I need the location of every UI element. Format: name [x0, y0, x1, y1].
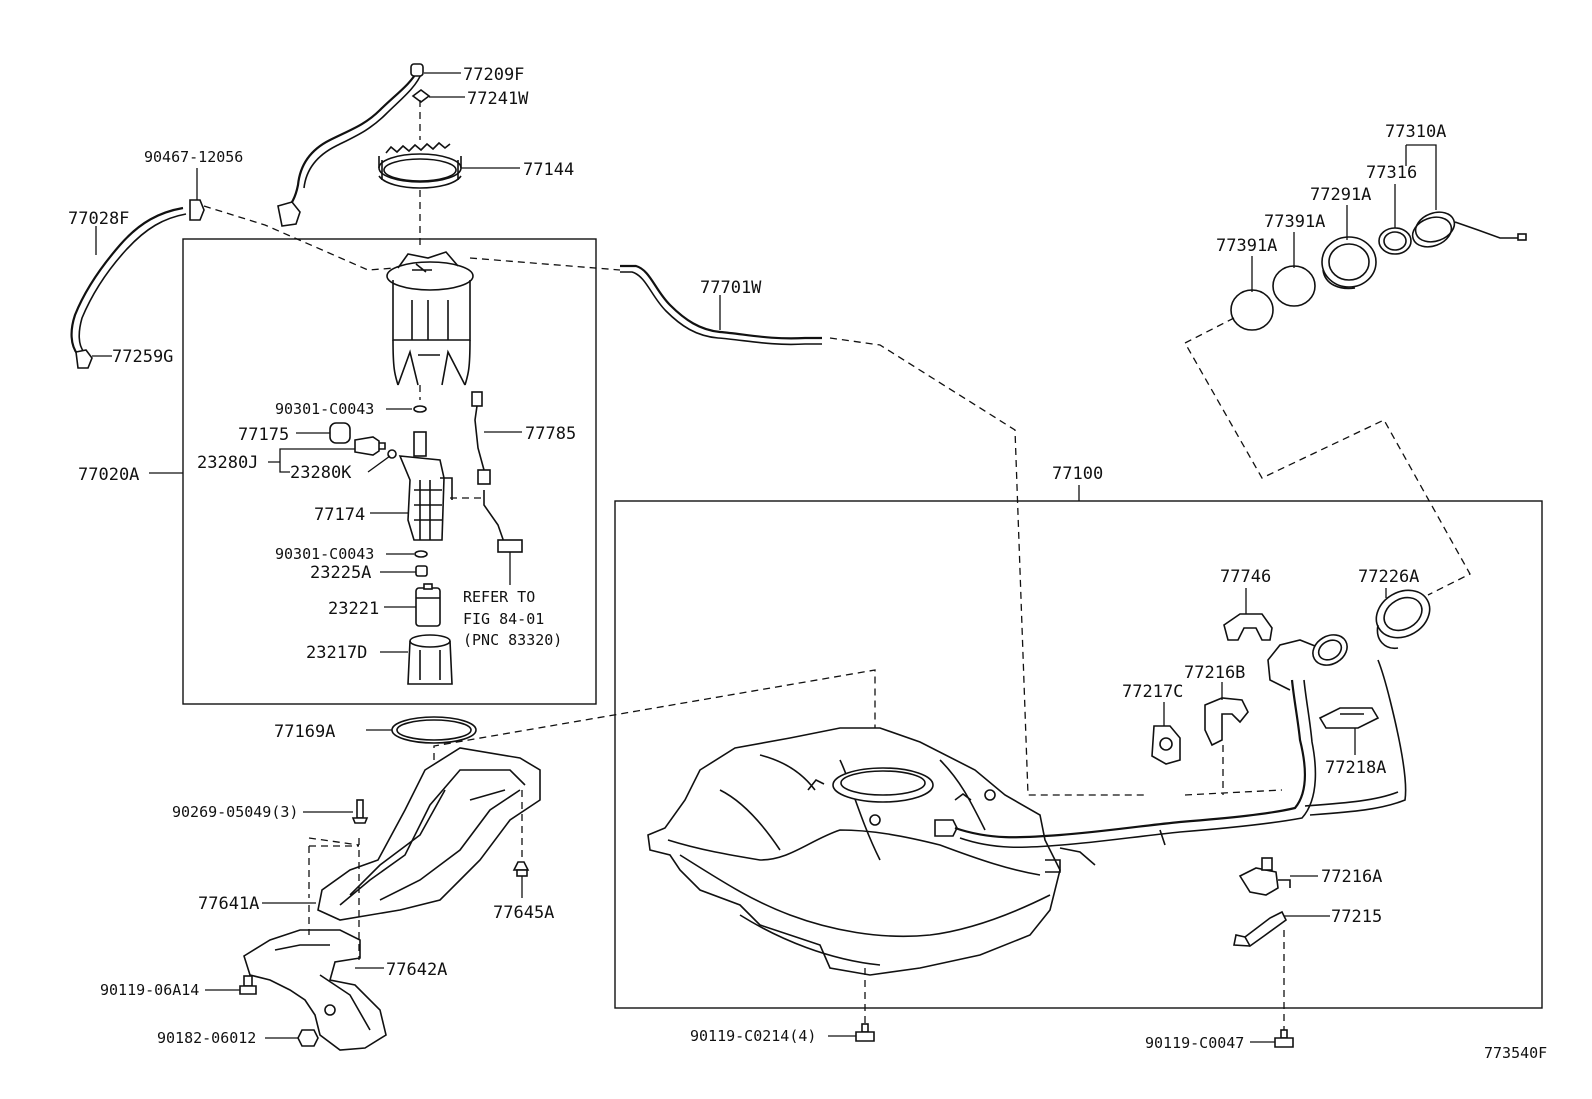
label-77645A: 77645A: [493, 903, 554, 923]
label-77701W: 77701W: [700, 278, 762, 298]
filler-pipe: [954, 634, 1407, 866]
pump-sender-77020A: [386, 251, 474, 386]
label-77100: 77100: [1052, 464, 1103, 484]
label-23217D: 23217D: [306, 643, 367, 663]
sender-gauge: [483, 490, 523, 553]
label-77226A: 77226A: [1358, 567, 1419, 587]
label-refer-line2: FIG 84-01: [463, 610, 544, 628]
clamp-77216B: [1204, 697, 1249, 747]
clamp-77746: [1223, 613, 1273, 641]
label-77020A: 77020A: [78, 465, 139, 485]
label-23221: 23221: [328, 599, 379, 619]
vent-hose-77701W: [620, 264, 822, 346]
protector-77641A: [317, 747, 541, 921]
label-23280J: 23280J: [197, 453, 258, 473]
label-77391A-b: 77391A: [1216, 236, 1277, 256]
label-77144: 77144: [523, 160, 574, 180]
label-77785: 77785: [525, 424, 576, 444]
leader-77642A: [308, 905, 360, 960]
pump-body-77174: [398, 431, 453, 541]
label-77642A: 77642A: [386, 960, 447, 980]
label-90119-C0047: 90119-C0047: [1145, 1034, 1244, 1052]
bracket-77642A: [243, 929, 387, 1051]
bolt-90119-06A14: [239, 975, 257, 995]
label-90301-top: 90301-C0043: [275, 400, 374, 418]
vent-tube-77209F: [277, 63, 424, 227]
oring-90301-top: [413, 405, 427, 413]
label-77391A-a: 77391A: [1264, 212, 1325, 232]
label-77641A: 77641A: [198, 894, 259, 914]
label-77216B: 77216B: [1184, 663, 1245, 683]
label-77175: 77175: [238, 425, 289, 445]
breather-hose-77028F: [70, 199, 205, 369]
gasket-77169A: [391, 716, 477, 744]
label-77216A: 77216A: [1321, 867, 1382, 887]
label-77217C: 77217C: [1122, 682, 1183, 702]
label-90269: 90269-05049(3): [172, 803, 298, 821]
bolt-90119-C0214: [855, 1023, 875, 1042]
seal-77391A-b: [1230, 289, 1274, 331]
leader-77218A-tube: [1184, 789, 1283, 796]
bolt-90119-C0047: [1274, 1029, 1294, 1048]
cap-77310A: [1411, 211, 1527, 248]
pump-assembly-box: [182, 238, 597, 705]
fuel-tank-77100: [647, 727, 1061, 976]
label-90119-C0214: 90119-C0214(4): [690, 1027, 816, 1045]
leader-90467: [203, 205, 396, 271]
lock-ring-77144: [378, 141, 462, 189]
label-23280K: 23280K: [290, 463, 352, 483]
ring-77291A: [1321, 236, 1377, 290]
label-77209F: 77209F: [463, 65, 524, 85]
label-77316: 77316: [1366, 163, 1417, 183]
wire-harness-77785: [471, 391, 491, 485]
label-90119-06A14: 90119-06A14: [100, 981, 199, 999]
lead-23280K: [367, 455, 391, 473]
clip-77241W: [411, 89, 431, 103]
leader-protector-left: [308, 837, 360, 920]
label-90301-bottom: 90301-C0043: [275, 545, 374, 563]
label-77259G: 77259G: [112, 347, 173, 367]
valve-23280J: [354, 436, 386, 456]
leader-gasket-tank: [433, 669, 876, 795]
label-77291A: 77291A: [1310, 185, 1371, 205]
lead-23280J: [268, 448, 355, 473]
fuel-pump-23221: [415, 583, 441, 627]
seal-77391A-a: [1272, 265, 1316, 307]
nut-90182: [297, 1029, 319, 1047]
figure-code: 773540F: [1484, 1044, 1547, 1062]
label-77241W: 77241W: [467, 89, 529, 109]
filler-neck-77226A: [1375, 589, 1431, 650]
label-77174: 77174: [314, 505, 365, 525]
clamp-77215: [1233, 910, 1288, 948]
gasket-77316: [1378, 227, 1412, 255]
label-77746: 77746: [1220, 567, 1271, 587]
label-77169A: 77169A: [274, 722, 335, 742]
filter-23217D: [407, 634, 453, 685]
label-23225A: 23225A: [310, 563, 371, 583]
label-90467: 90467-12056: [144, 148, 243, 166]
label-77028F: 77028F: [68, 209, 129, 229]
label-refer-line1: REFER TO: [463, 588, 535, 606]
leader-cap-to-neck: [1184, 317, 1471, 596]
label-90182: 90182-06012: [157, 1029, 256, 1047]
label-refer-line3: (PNC 83320): [463, 631, 562, 649]
lead-77310A: [1405, 144, 1437, 210]
cushion-77217C: [1151, 725, 1181, 765]
oring-90301-bottom: [414, 550, 428, 558]
cushion-23225A: [415, 565, 428, 577]
label-77218A: 77218A: [1325, 758, 1386, 778]
leader-vent: [469, 257, 1145, 796]
label-77310A: 77310A: [1385, 122, 1446, 142]
clamp-77216A: [1238, 857, 1291, 896]
protector-77218A: [1318, 707, 1380, 729]
filter-77175: [329, 422, 351, 444]
label-77215: 77215: [1331, 907, 1382, 927]
clip-77645A: [512, 861, 530, 877]
bolt-90269: [351, 799, 369, 824]
